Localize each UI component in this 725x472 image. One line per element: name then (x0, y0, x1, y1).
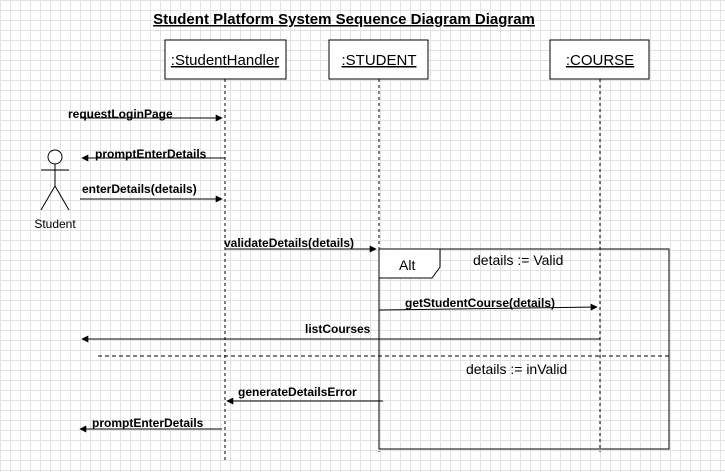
alt-frame (378, 248, 670, 450)
alt-fragment[interactable]: Alt details := Valid details := inValid (98, 248, 672, 450)
message-prompt-enter-details[interactable]: promptEnterDetails (81, 147, 225, 162)
diagram-title: Student Platform System Sequence Diagram… (153, 11, 535, 28)
message-validate-details[interactable]: validateDetails(details) (224, 236, 377, 253)
actor-leg-left (40, 185, 56, 211)
lifeline-label: :STUDENT (342, 52, 417, 69)
lifeline-label: :StudentHandler (171, 52, 279, 69)
message-label: promptEnterDetails (92, 416, 204, 430)
guard-invalid: details := inValid (466, 361, 567, 377)
message-label: listCourses (305, 322, 371, 336)
lifeline-box[interactable] (549, 39, 650, 80)
message-label: generateDetailsError (238, 385, 357, 399)
actor-leg-right (54, 185, 70, 211)
message-arrow (378, 303, 598, 311)
lifeline-label: :COURSE (566, 52, 634, 69)
actor-student[interactable]: Student (34, 149, 76, 231)
guard-valid: details := Valid (473, 252, 563, 268)
lifeline-course[interactable]: :COURSE (549, 39, 650, 80)
lifeline-student-handler[interactable]: :StudentHandler (164, 39, 287, 80)
lifeline-box[interactable] (328, 39, 429, 80)
message-label: getStudentCourse(details) (405, 296, 555, 310)
message-enter-details[interactable]: enterDetails(details) (80, 182, 223, 203)
actor-label: Student (34, 217, 76, 231)
message-prompt-enter-details-again[interactable]: promptEnterDetails (79, 416, 222, 433)
message-label: requestLoginPage (68, 107, 173, 121)
lifeline-box[interactable] (164, 39, 287, 80)
message-label: enterDetails(details) (82, 182, 197, 196)
alt-operator-tab (378, 248, 441, 279)
message-label: promptEnterDetails (95, 147, 207, 161)
message-list-courses[interactable]: listCourses (81, 322, 600, 343)
message-generate-details-error[interactable]: generateDetailsError (226, 385, 383, 405)
message-get-student-course[interactable]: getStudentCourse(details) (378, 296, 598, 311)
message-request-login-page[interactable]: requestLoginPage (68, 107, 223, 122)
alt-operator-label: Alt (399, 257, 415, 273)
lifeline-student[interactable]: :STUDENT (328, 39, 429, 80)
message-label: validateDetails(details) (224, 236, 354, 250)
actor-head (47, 149, 63, 165)
